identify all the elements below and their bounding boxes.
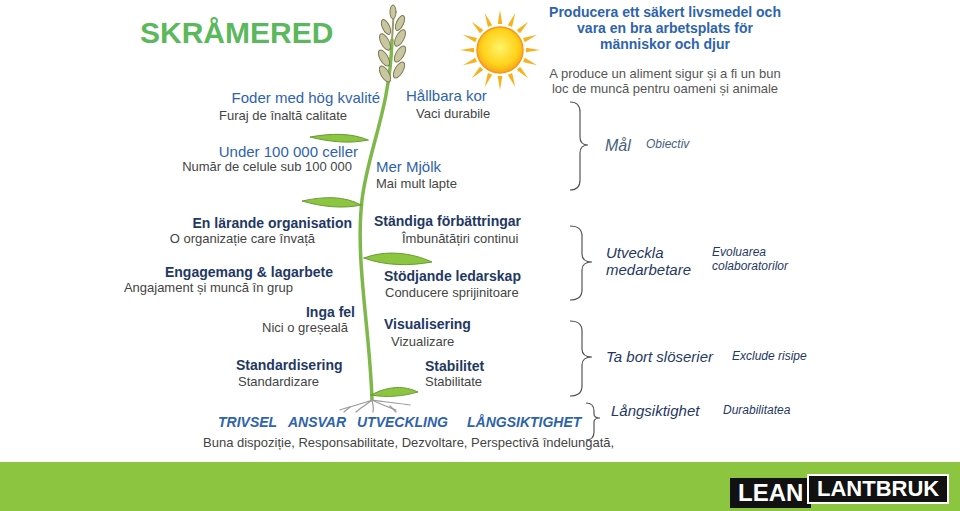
logo-text: LEAN (738, 480, 803, 506)
label: Mer Mjölk (376, 158, 441, 175)
label: Mai mult lapte (376, 177, 457, 192)
sun-ray (498, 76, 503, 90)
label: A produce un aliment sigur și a fi un bu… (540, 67, 790, 97)
label: LÅNGSIKTIGHET (467, 414, 581, 430)
label: Inga fel (306, 304, 355, 320)
label: Producera ett säkert livsmedel och vara … (540, 4, 790, 52)
label: Stödjande ledarskap (384, 268, 521, 284)
logo-box: LEAN (730, 478, 811, 508)
sun-ray (472, 22, 484, 34)
sun-ray (463, 35, 477, 43)
label: Angajament și muncă în grup (124, 281, 293, 296)
label: Evoluarea colaboratorilor (712, 246, 832, 274)
sun (460, 10, 540, 90)
sun-ray (523, 58, 537, 66)
label: Obiectiv (646, 138, 689, 152)
sun-ray (460, 48, 474, 53)
sun-ray (523, 35, 537, 43)
sun-ray (526, 48, 540, 53)
sun-ray (463, 58, 477, 66)
label: Buna dispoziție, Responsabilitate, Dezvo… (203, 436, 614, 451)
label: Foder med hög kvalité (232, 89, 380, 106)
title: SKRÅMERED (140, 16, 333, 51)
logo-box: LANTBRUK (807, 474, 949, 504)
sun-ray (508, 73, 516, 87)
label: Nici o greșeală (262, 321, 348, 336)
sun-ray (517, 67, 529, 79)
label: Visualisering (384, 316, 471, 332)
footer-band (0, 462, 960, 511)
label: Conducere sprijinitoare (385, 286, 519, 301)
label: Îmbunătățiri continui (402, 232, 518, 247)
label: O organizație care învață (170, 232, 315, 247)
sun-ray (498, 10, 503, 24)
label: Långsiktighet (611, 402, 699, 419)
label: ANSVAR (288, 414, 346, 430)
label: Engagemang & lagarbete (165, 264, 333, 280)
label: Ständiga förbättringar (374, 213, 521, 229)
label: UTVECKLING (357, 414, 448, 430)
sun-ray (485, 13, 493, 27)
label: Număr de celule sub 100 000 (182, 160, 352, 175)
label: En lärande organisation (193, 215, 352, 231)
label: Exclude risipe (732, 350, 807, 364)
plant (302, 5, 432, 412)
label: Hållbara kor (406, 87, 487, 104)
sun-ray (485, 73, 493, 87)
label: Ta bort slöserier (606, 348, 713, 365)
label: Durabilitatea (723, 404, 790, 418)
label: Vaci durabile (416, 107, 490, 122)
label: TRIVSEL (218, 414, 277, 430)
label: Stabilitate (425, 375, 482, 390)
bracket (570, 102, 600, 440)
label: Furaj de înaltă calitate (219, 109, 347, 124)
label: Under 100 000 celler (219, 143, 358, 160)
sun-ray (508, 13, 516, 27)
label: Stabilitet (425, 358, 484, 374)
label: Vizualizare (391, 335, 454, 350)
label: Mål (605, 137, 631, 155)
label: Standardizare (238, 375, 319, 390)
logo-text: LANTBRUK (817, 477, 939, 501)
sun-ray (472, 67, 484, 79)
label: Utveckla medarbetare (606, 244, 706, 279)
label: Standardisering (236, 357, 343, 373)
sun-ray (517, 22, 529, 34)
